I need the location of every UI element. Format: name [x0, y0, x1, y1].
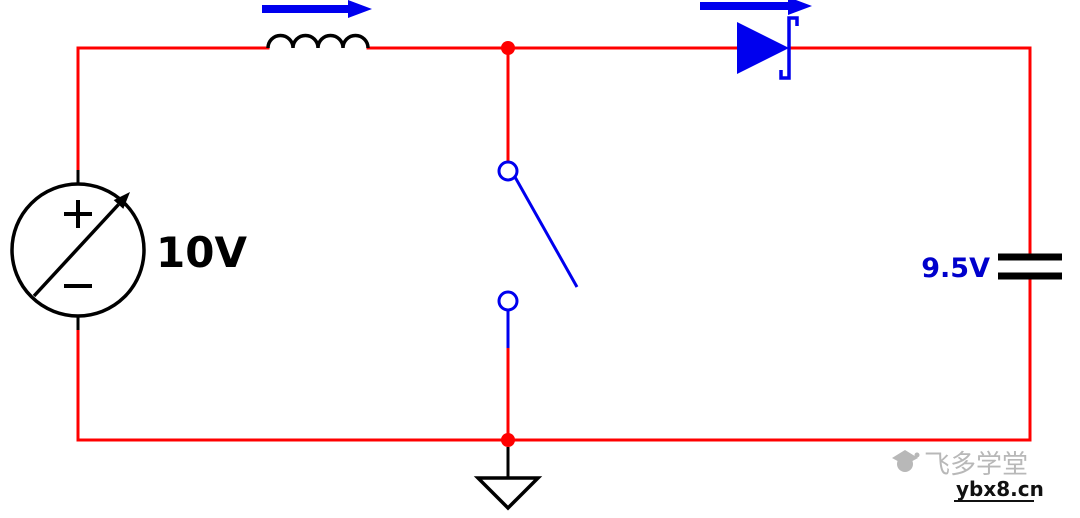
watermark: 飞多学堂 ybx8.cn [892, 450, 1044, 502]
source-voltage-label: 10V [156, 228, 247, 277]
watermark-site-text: ybx8.cn [956, 477, 1044, 501]
junction-dot-bottom [501, 433, 515, 447]
voltage-source [10, 170, 146, 330]
diode-cathode-bar [779, 16, 799, 80]
capacitor [998, 253, 1062, 280]
current-arrow-left-icon [262, 0, 372, 18]
junction-dot-top [501, 41, 515, 55]
switch-bottom-terminal [497, 290, 519, 312]
watermark-brand-text: 飞多学堂 [924, 450, 1028, 480]
watermark-logo-icon [892, 450, 920, 472]
diode-anode-triangle [737, 22, 789, 74]
switch-top-terminal [497, 160, 519, 182]
wires [76, 46, 1032, 442]
plus-sign-icon [64, 200, 92, 228]
capacitor-voltage-label: 9.5V [921, 253, 990, 284]
switch-lever [513, 176, 579, 288]
ground-symbol [473, 447, 543, 511]
switch [497, 160, 579, 348]
inductor [266, 33, 370, 49]
adjustable-arrow-icon [32, 192, 130, 298]
ground-triangle [473, 476, 543, 511]
diode [737, 16, 799, 80]
current-arrow-right-icon [700, 0, 812, 15]
